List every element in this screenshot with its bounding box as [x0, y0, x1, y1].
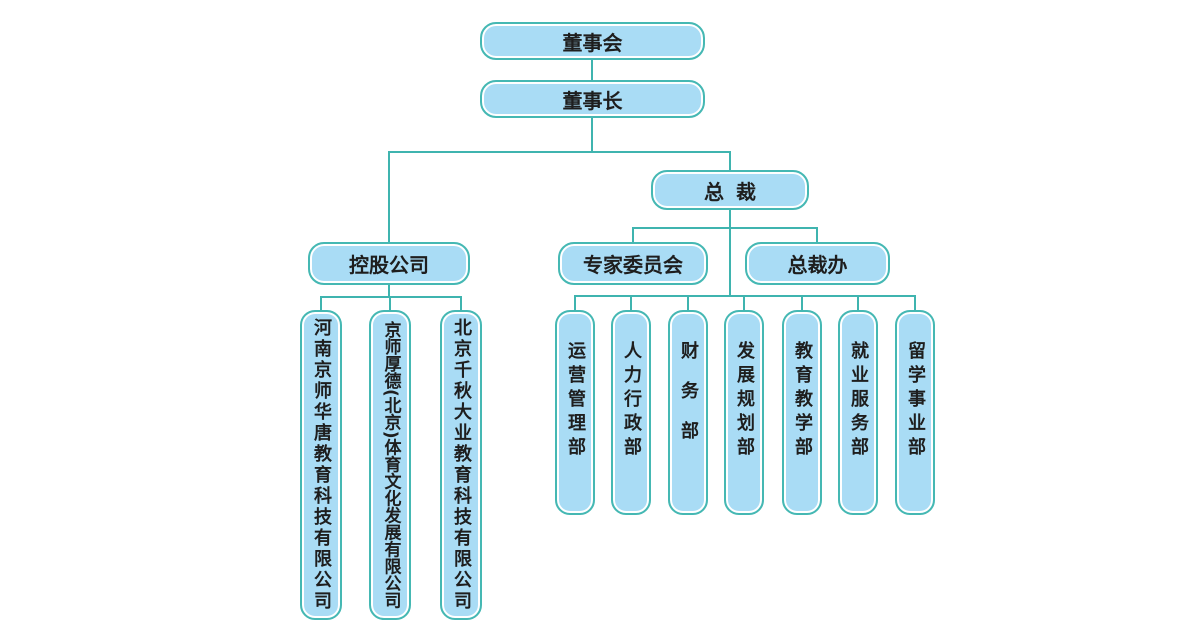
node-chairman: 董事长	[480, 80, 705, 118]
node-department-2-label: 人力行政部	[621, 340, 642, 461]
node-company-1: 河南京师华唐教育科技有限公司	[300, 310, 342, 620]
node-department-3-label: 财务部	[678, 340, 699, 461]
node-board: 董事会	[480, 22, 705, 60]
node-department-1: 运营管理部	[555, 310, 595, 515]
node-company-2-label: 京师厚德(北京)体育文化发展有限公司	[380, 321, 401, 609]
node-president-label: 总裁	[704, 179, 768, 204]
node-board-label: 董事会	[562, 30, 623, 55]
node-president: 总裁	[651, 170, 809, 210]
node-department-4: 发展规划部	[724, 310, 764, 515]
node-department-5: 教育教学部	[782, 310, 822, 515]
node-company-2: 京师厚德(北京)体育文化发展有限公司	[369, 310, 411, 620]
node-department-4-label: 发展规划部	[734, 340, 755, 461]
node-department-3: 财务部	[668, 310, 708, 515]
node-department-6-label: 就业服务部	[848, 340, 869, 461]
node-president-office: 总裁办	[745, 242, 890, 285]
node-holding-label: 控股公司	[349, 253, 429, 277]
node-chairman-label: 董事长	[562, 88, 623, 113]
node-holding: 控股公司	[308, 242, 470, 285]
node-president-office-label: 总裁办	[787, 253, 848, 277]
node-department-7-label: 留学事业部	[905, 340, 926, 461]
node-expert-committee-label: 专家委员会	[583, 253, 683, 277]
node-department-5-label: 教育教学部	[792, 340, 813, 461]
node-department-7: 留学事业部	[895, 310, 935, 515]
node-expert-committee: 专家委员会	[558, 242, 708, 285]
node-company-3-label: 北京千秋大业教育科技有限公司	[451, 318, 472, 612]
node-department-2: 人力行政部	[611, 310, 651, 515]
node-department-6: 就业服务部	[838, 310, 878, 515]
node-company-1-label: 河南京师华唐教育科技有限公司	[311, 318, 332, 612]
node-department-1-label: 运营管理部	[565, 340, 586, 461]
node-company-3: 北京千秋大业教育科技有限公司	[440, 310, 482, 620]
